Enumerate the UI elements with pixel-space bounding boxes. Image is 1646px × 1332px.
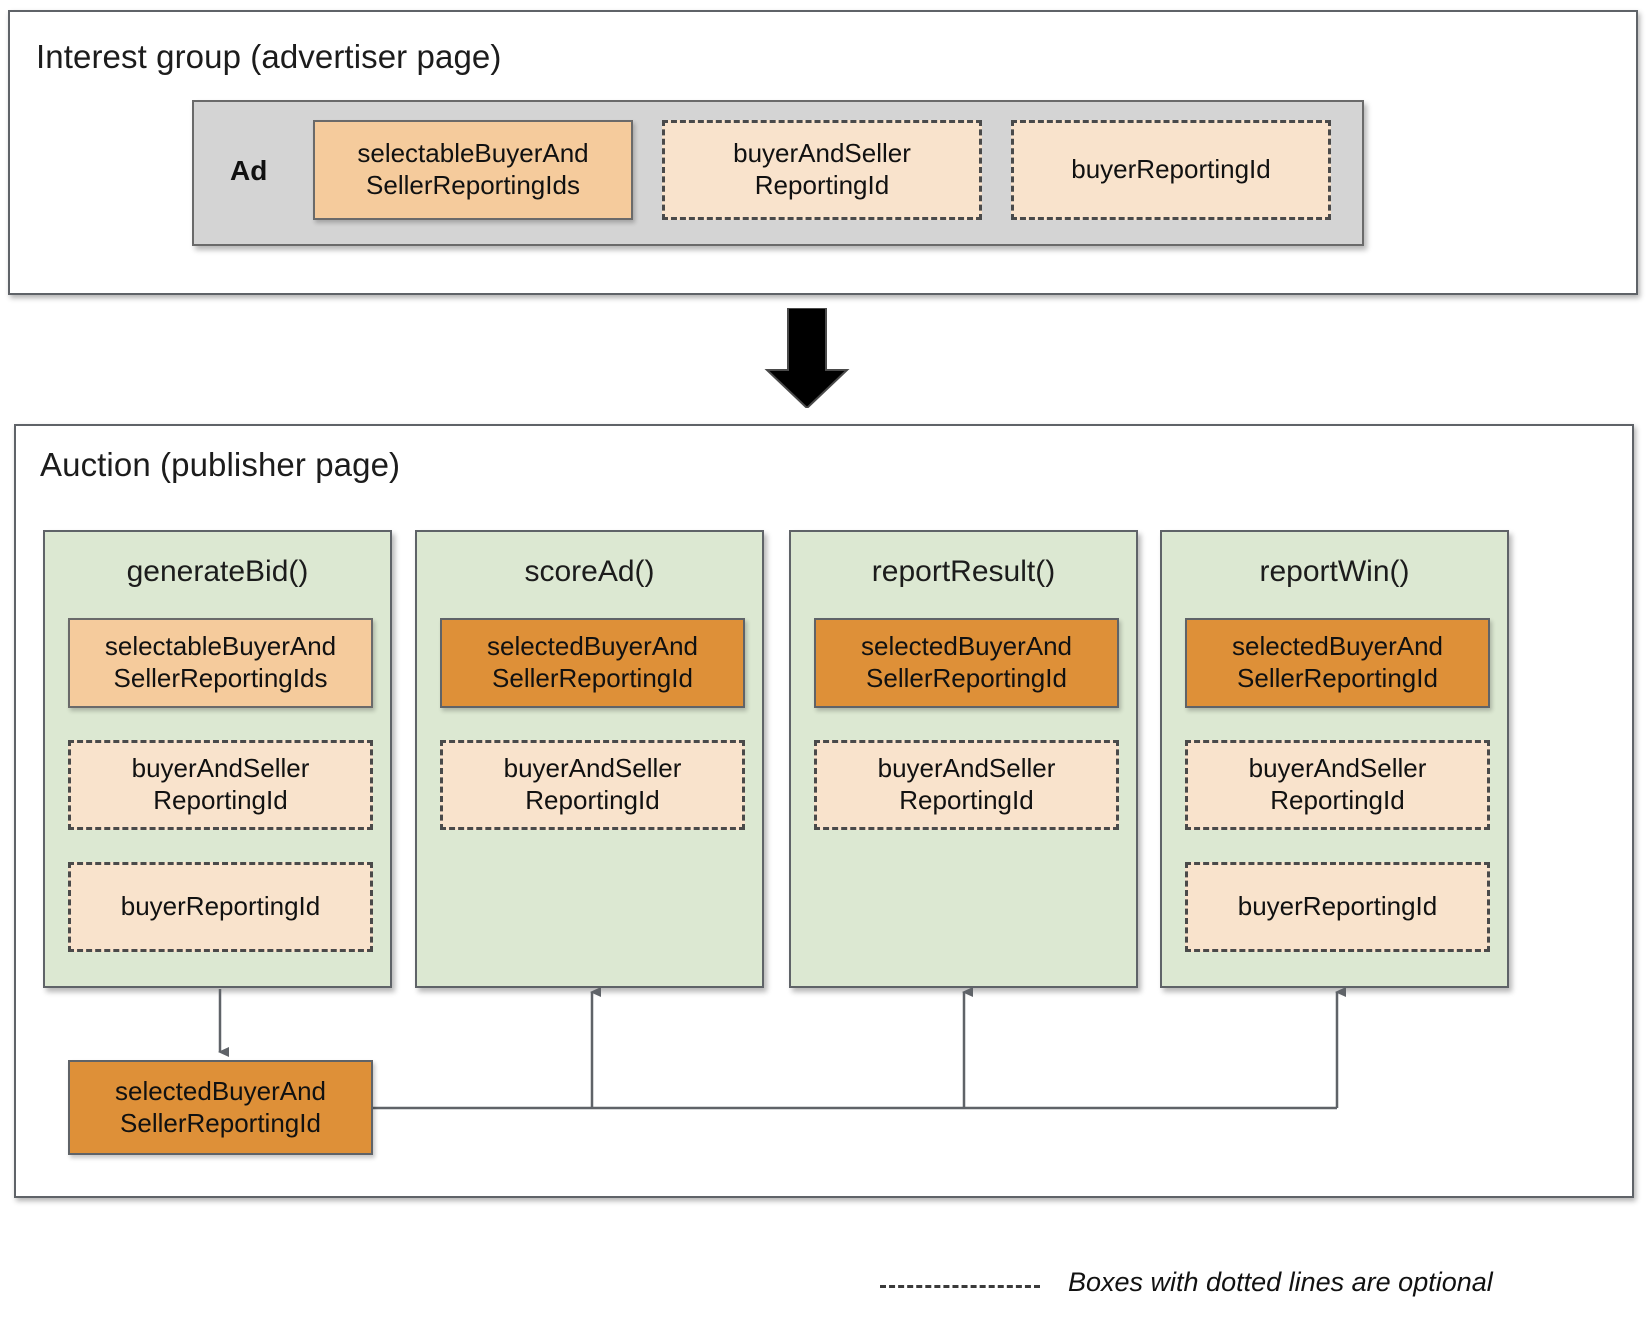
box-line-2: ReportingId (899, 785, 1034, 815)
interest-group-title: Interest group (advertiser page) (36, 38, 502, 75)
box-line-2: SellerReportingId (492, 663, 693, 693)
generatebid-box-selectable-buyer-and-seller-reporting-ids: selectableBuyerAnd SellerReportingIds (68, 618, 373, 708)
box-line-2: ReportingId (153, 785, 288, 815)
box-line-1: buyerReportingId (120, 891, 321, 922)
function-title-reportresult: reportResult() (871, 555, 1056, 588)
reportresult-box-buyer-and-seller-reporting-id: buyerAndSeller ReportingId (814, 740, 1119, 830)
function-title-reportwin: reportWin() (1259, 555, 1410, 588)
box-line-2: SellerReportingId (866, 663, 1067, 693)
box-line-2: SellerReportingIds (366, 170, 580, 200)
box-line-1: buyerAndSeller (733, 138, 911, 169)
box-line-2: ReportingId (525, 785, 660, 815)
box-line-1: selectedBuyerAnd (1231, 631, 1444, 662)
box-line-1: buyerAndSeller (503, 753, 682, 784)
legend-text: Boxes with dotted lines are optional (1068, 1267, 1493, 1297)
box-line-1: buyerReportingId (1071, 154, 1271, 185)
box-line-1: selectableBuyerAnd (104, 631, 337, 662)
box-line-2: SellerReportingId (120, 1107, 321, 1138)
box-line-1: buyerAndSeller (1248, 753, 1427, 784)
legend-dashed-line-swatch (880, 1285, 1040, 1288)
reportwin-box-buyer-reporting-id: buyerReportingId (1185, 862, 1490, 952)
box-line-1: selectedBuyerAnd (486, 631, 699, 662)
box-line-1: selectedBuyerAnd (114, 1075, 327, 1106)
box-line-2: SellerReportingId (1237, 663, 1438, 693)
box-line-1: buyerReportingId (1237, 891, 1438, 922)
scoread-box-buyer-and-seller-reporting-id: buyerAndSeller ReportingId (440, 740, 745, 830)
box-line-2: SellerReportingIds (113, 663, 328, 693)
reportresult-box-selected-buyer-and-seller-reporting-id: selectedBuyerAnd SellerReportingId (814, 618, 1119, 708)
generatebid-box-buyer-and-seller-reporting-id: buyerAndSeller ReportingId (68, 740, 373, 830)
ad-label: Ad (230, 155, 268, 186)
box-line-1: selectableBuyerAnd (357, 138, 589, 169)
auction-title: Auction (publisher page) (40, 446, 401, 483)
function-title-generatebid: generateBid() (126, 555, 309, 588)
output-box-selected-buyer-and-seller-reporting-id: selectedBuyerAnd SellerReportingId (68, 1060, 373, 1155)
ad-box-buyer-and-seller-reporting-id: buyerAndSeller ReportingId (662, 120, 982, 220)
flow-down-arrow-icon (764, 308, 850, 408)
box-line-1: selectedBuyerAnd (860, 631, 1073, 662)
box-line-2: ReportingId (1270, 785, 1405, 815)
ad-box-selectable-buyer-and-seller-reporting-ids: selectableBuyerAnd SellerReportingIds (313, 120, 633, 220)
box-line-1: buyerAndSeller (877, 753, 1056, 784)
box-line-2: ReportingId (754, 170, 890, 200)
function-title-scoread: scoreAd() (524, 555, 655, 588)
generatebid-box-buyer-reporting-id: buyerReportingId (68, 862, 373, 952)
ad-box-buyer-reporting-id: buyerReportingId (1011, 120, 1331, 220)
reportwin-box-selected-buyer-and-seller-reporting-id: selectedBuyerAnd SellerReportingId (1185, 618, 1490, 708)
reportwin-box-buyer-and-seller-reporting-id: buyerAndSeller ReportingId (1185, 740, 1490, 830)
box-line-1: buyerAndSeller (131, 753, 310, 784)
scoread-box-selected-buyer-and-seller-reporting-id: selectedBuyerAnd SellerReportingId (440, 618, 745, 708)
